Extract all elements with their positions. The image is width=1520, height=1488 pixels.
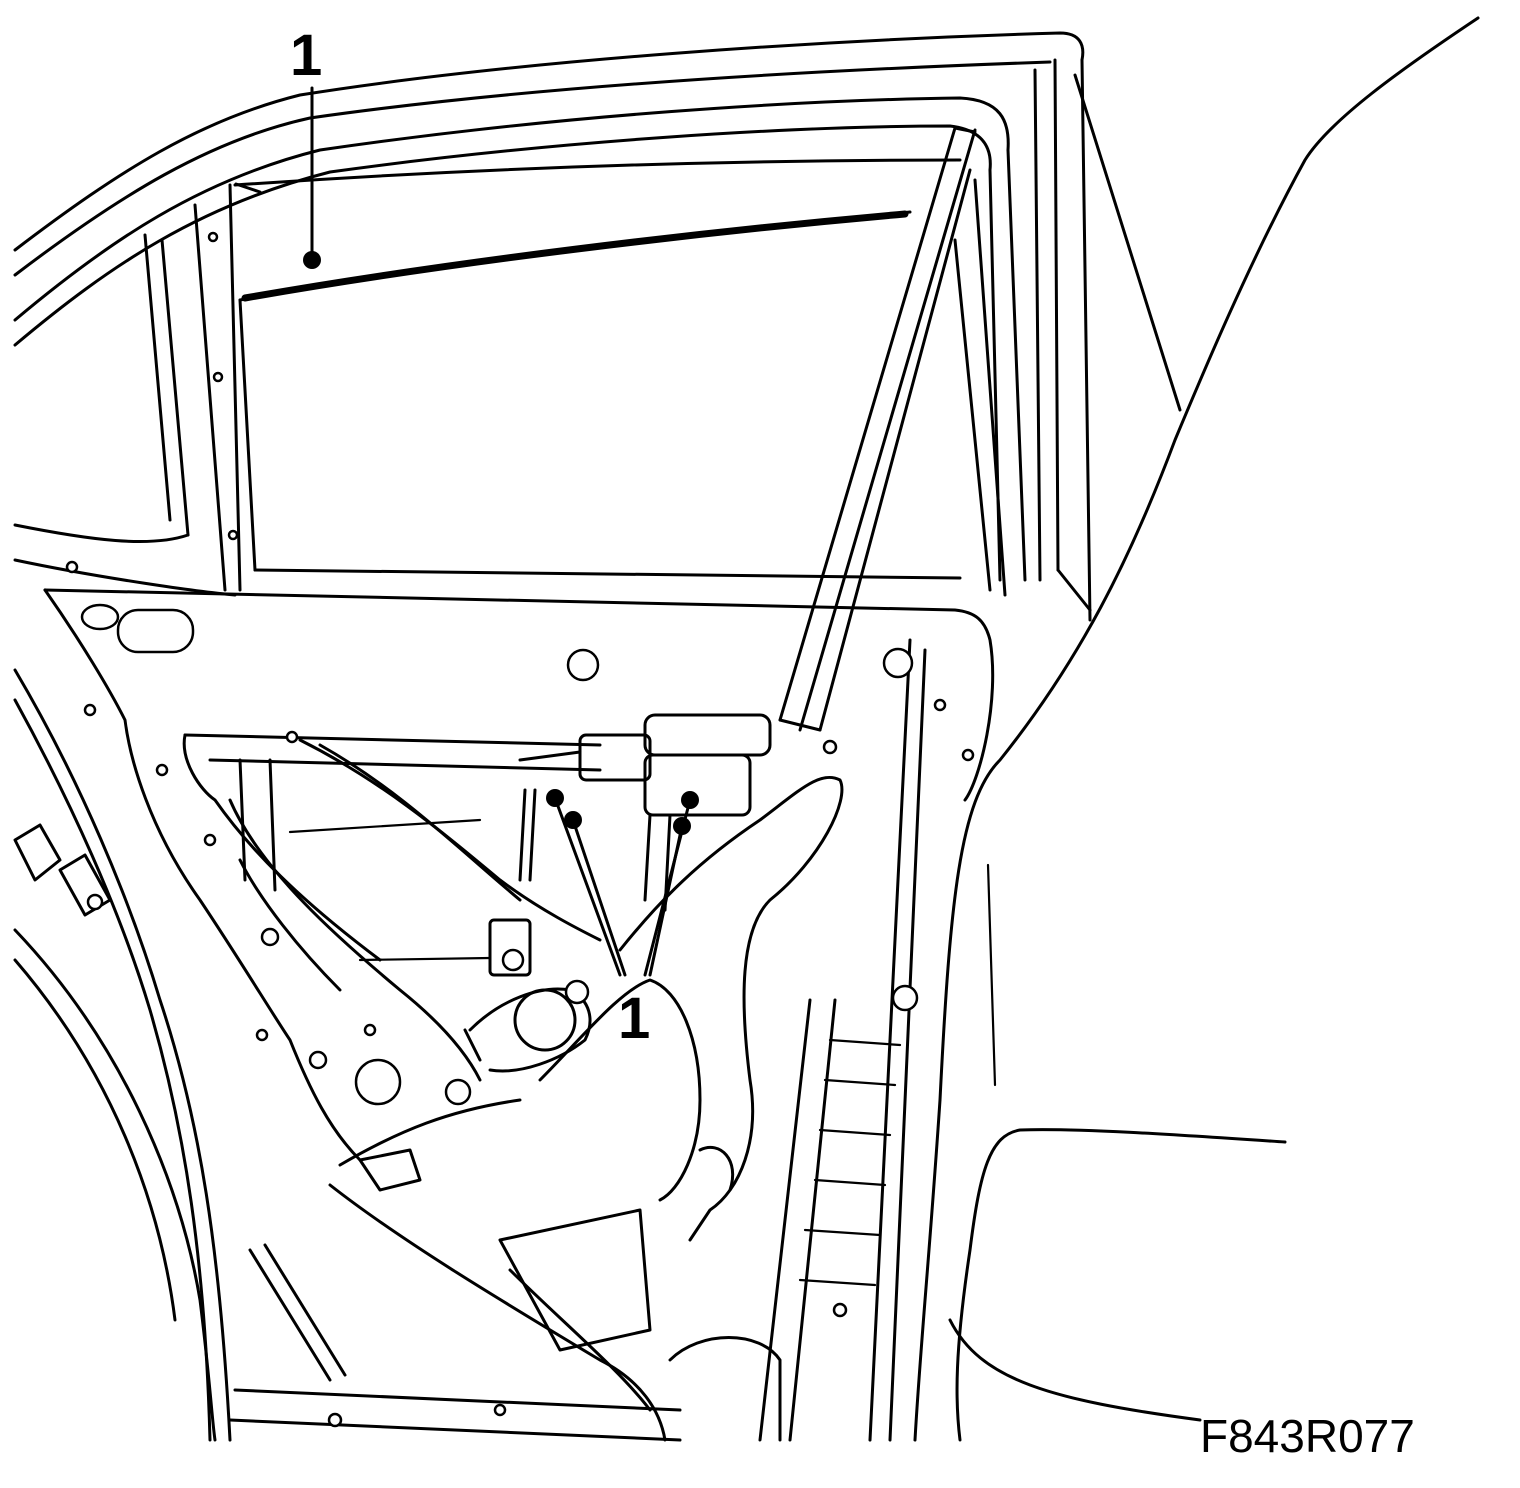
window-guide-channel xyxy=(778,126,1007,732)
door-lining xyxy=(328,775,844,1442)
window-regulator xyxy=(182,733,602,1082)
figure-code: F843R077 xyxy=(1200,1410,1415,1462)
lock-module xyxy=(518,713,772,912)
door-holes xyxy=(65,231,975,1428)
window-seal-strip xyxy=(241,210,909,302)
window-glass xyxy=(238,210,962,580)
lower-reinforcement xyxy=(13,823,347,1382)
callout-label-top: 1 xyxy=(290,23,322,88)
door-frame-outline xyxy=(13,31,1182,622)
callout-label-lock: 1 xyxy=(618,986,650,1051)
window-motor xyxy=(463,918,592,1073)
inner-door-panel xyxy=(13,588,995,1442)
front-window-frame xyxy=(13,183,242,597)
door-sill-frame xyxy=(758,638,927,1442)
callout-leaders xyxy=(303,86,699,977)
body-quarter-panel xyxy=(913,16,1480,1442)
